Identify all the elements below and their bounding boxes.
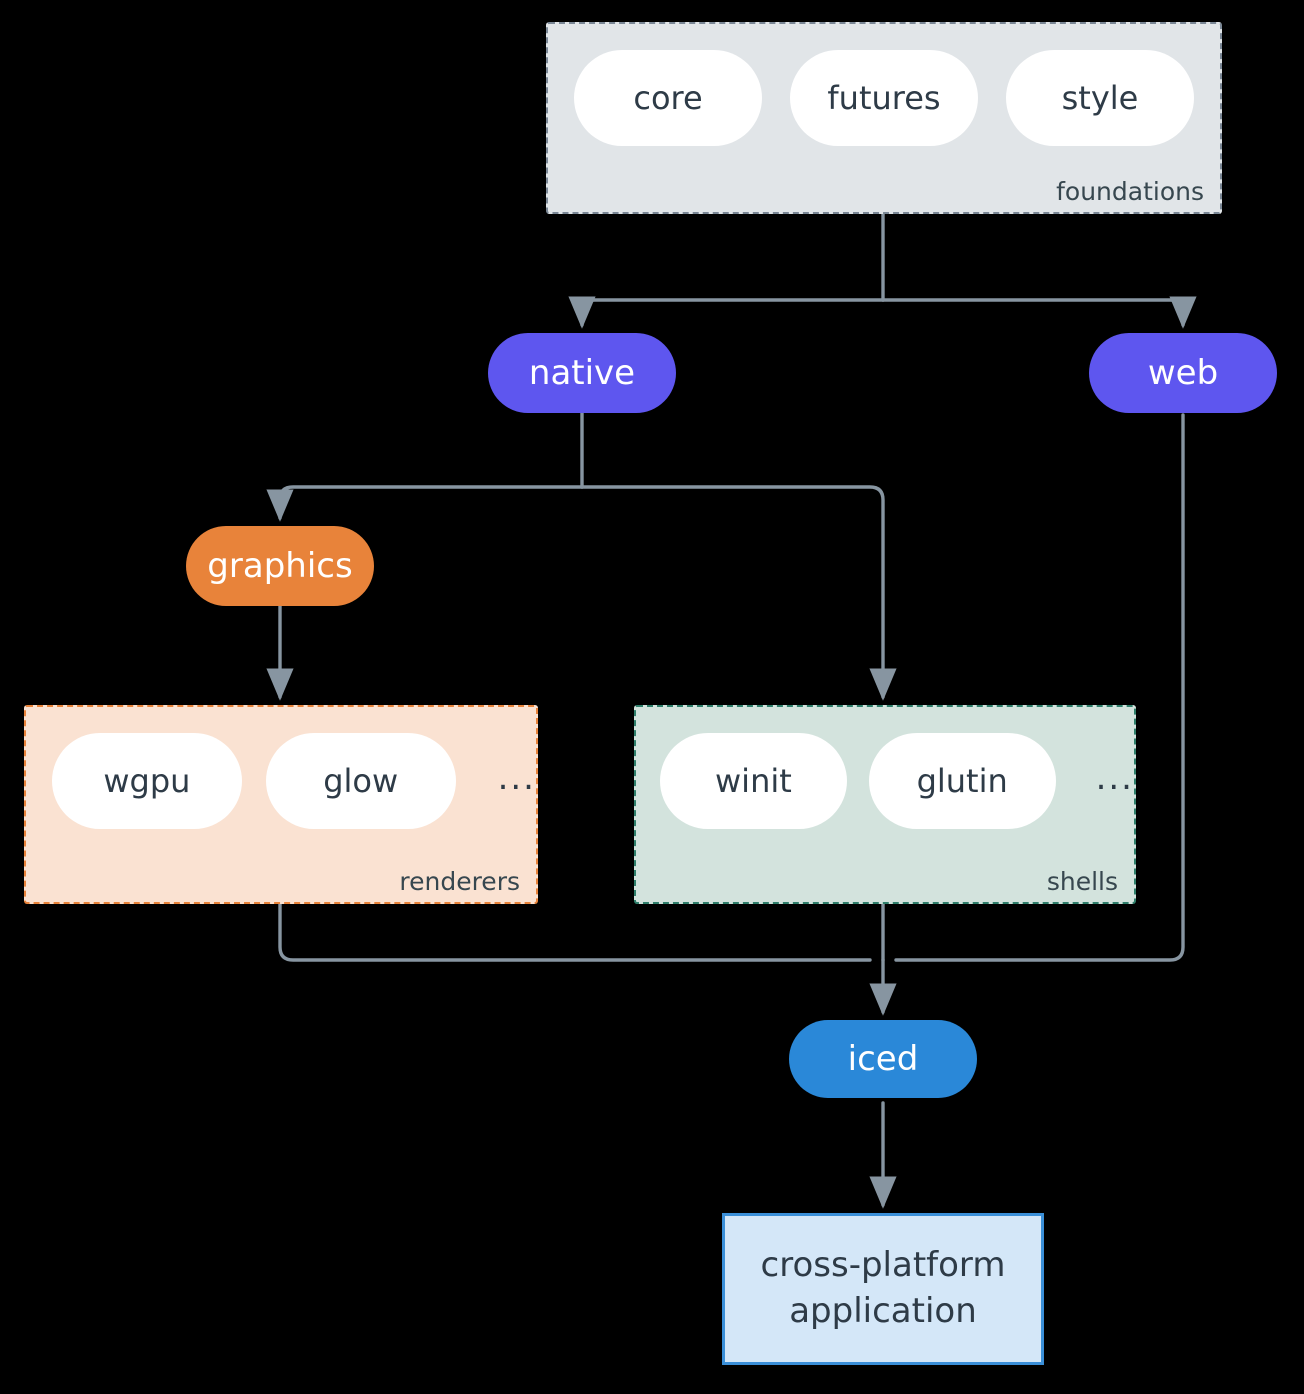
shells-more-ellipsis: ... — [1095, 758, 1134, 798]
edge-native-to-shells — [580, 485, 897, 701]
leaf-core-label: core — [633, 79, 703, 117]
renderers-more-ellipsis: ... — [497, 758, 536, 798]
edge-foundations-to-web — [881, 296, 1197, 329]
leaf-glow[interactable]: glow — [265, 733, 456, 829]
leaf-glutin-label: glutin — [916, 762, 1008, 800]
node-iced-label: iced — [847, 1039, 919, 1079]
node-application[interactable]: cross-platform application — [722, 1213, 1044, 1365]
node-native-label: native — [528, 353, 636, 393]
leaf-core[interactable]: core — [574, 50, 762, 146]
group-shells: winit glutin ... shells — [634, 705, 1136, 904]
leaf-futures-label: futures — [827, 79, 941, 117]
leaf-style-label: style — [1061, 79, 1139, 117]
leaf-wgpu-label: wgpu — [103, 762, 191, 800]
node-web[interactable]: web — [1089, 333, 1277, 413]
edge-renderers-to-iced — [278, 902, 872, 962]
edge-native-to-graphics — [266, 485, 584, 522]
leaf-glow-label: glow — [323, 762, 399, 800]
node-native[interactable]: native — [488, 333, 676, 413]
edge-foundations-to-native — [568, 296, 885, 329]
group-foundations-label: foundations — [1056, 177, 1204, 206]
leaf-winit-label: winit — [715, 762, 792, 800]
group-renderers: wgpu glow ... renderers — [24, 705, 538, 904]
node-application-label-line2: application — [789, 1291, 977, 1331]
leaf-wgpu[interactable]: wgpu — [52, 733, 242, 829]
group-shells-label: shells — [1046, 867, 1118, 896]
node-graphics-label: graphics — [207, 546, 353, 586]
leaf-winit[interactable]: winit — [660, 733, 847, 829]
node-application-label-line1: cross-platform — [760, 1245, 1006, 1286]
leaf-futures[interactable]: futures — [790, 50, 978, 146]
node-graphics[interactable]: graphics — [186, 526, 374, 606]
node-iced[interactable]: iced — [789, 1020, 977, 1098]
leaf-style[interactable]: style — [1006, 50, 1194, 146]
group-renderers-label: renderers — [399, 867, 520, 896]
leaf-glutin[interactable]: glutin — [868, 733, 1056, 829]
node-web-label: web — [1147, 353, 1219, 393]
group-foundations: core futures style foundations — [546, 22, 1222, 214]
